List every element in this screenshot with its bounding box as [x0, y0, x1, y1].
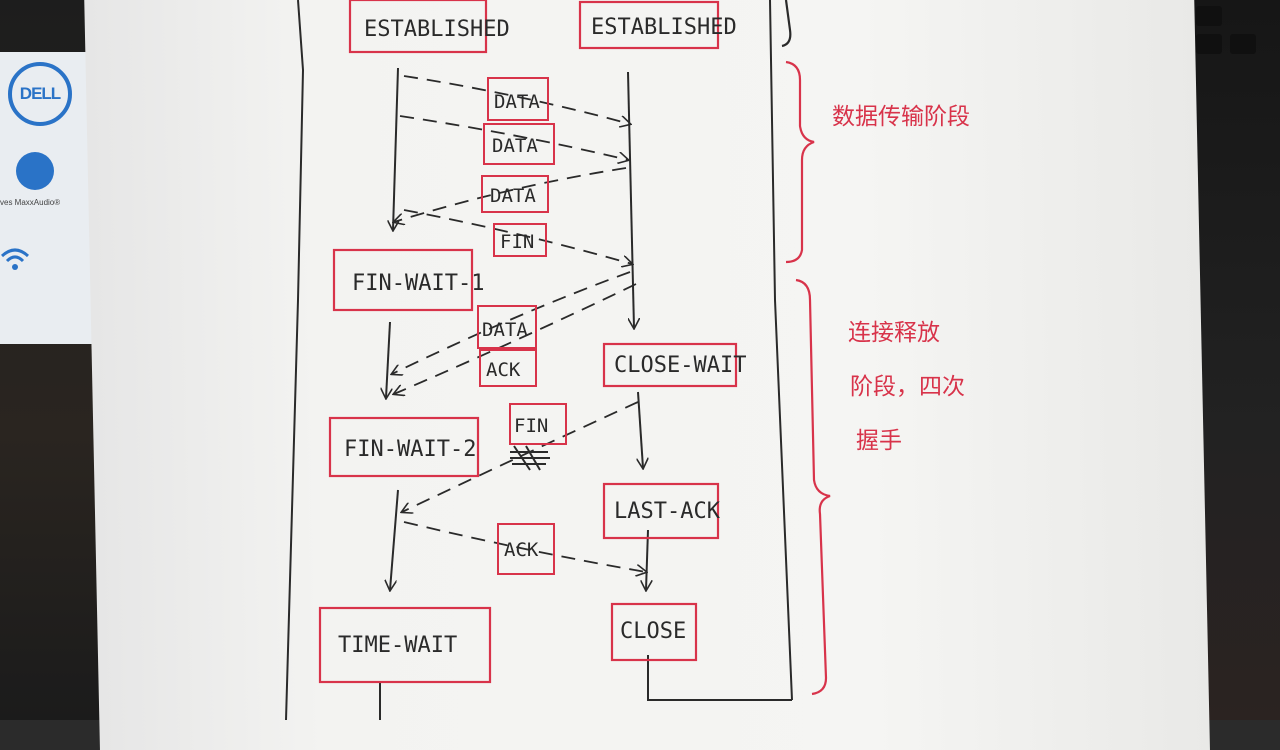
- client-timeline-1: [393, 67, 398, 230]
- data-arrow-3: [394, 167, 627, 222]
- release-phase-brace: [795, 278, 831, 696]
- keyboard-key: [1230, 34, 1256, 54]
- client-timeline-2: [386, 321, 390, 398]
- scribble-mark: [510, 445, 550, 471]
- maxx-audio-icon: [16, 152, 54, 190]
- fin-arrow-1: [403, 209, 632, 264]
- data-phase-annotation: 数据传输阶段: [832, 104, 970, 130]
- fin-1-message: FIN: [500, 231, 534, 253]
- data-2-message: DATA: [492, 135, 538, 157]
- release-phase-annotation-2: 阶段，四次: [850, 374, 965, 400]
- fin-2-box: [509, 403, 567, 445]
- maxx-audio-label: ves MaxxAudio®: [0, 198, 61, 207]
- time-wait-box: [318, 606, 492, 684]
- server-established-state: ESTABLISHED: [591, 15, 737, 40]
- message-arrows: [392, 75, 646, 572]
- fin-wait-1-box: [332, 248, 474, 312]
- server-timeline-2: [638, 391, 643, 468]
- data-1-message: DATA: [494, 91, 540, 113]
- frame-lines: [285, 0, 793, 720]
- time-wait-state: TIME-WAIT: [338, 633, 457, 658]
- closed-state: CLOSE: [620, 619, 686, 644]
- server-timeline-1: [627, 71, 634, 328]
- fin-2-message: FIN: [514, 415, 548, 437]
- data-3-box: [481, 175, 549, 213]
- fin-arrow-2: [402, 401, 639, 512]
- close-wait-state: CLOSE-WAIT: [614, 353, 746, 378]
- ack-1-message: ACK: [486, 359, 521, 381]
- state-boxes: [318, 0, 738, 684]
- data-1-box: [487, 77, 549, 121]
- message-boxes: [477, 77, 567, 575]
- server-established-box: [578, 0, 720, 50]
- ack-arrow-2: [403, 521, 646, 572]
- ack-arrow-1: [394, 283, 637, 394]
- closed-box: [610, 602, 698, 662]
- release-phase-annotation-3: 握手: [856, 428, 902, 454]
- data-phase-brace: [785, 60, 815, 264]
- wifi-icon: [0, 248, 30, 270]
- data-3-message: DATA: [490, 185, 536, 207]
- tcp-diagram: ESTABLISHED ESTABLISHED FIN-WAIT-1 CLOSE…: [285, 0, 970, 720]
- ack-1-box: [479, 349, 537, 387]
- right-border-line: [769, 0, 793, 701]
- ack-2-message: ACK: [504, 539, 539, 561]
- last-ack-box: [602, 482, 720, 540]
- client-timeline-3: [390, 489, 399, 590]
- dell-logo: DELL: [8, 62, 72, 126]
- data-4-message: DATA: [482, 319, 528, 341]
- fin-wait-2-state: FIN-WAIT-2: [344, 437, 476, 462]
- close-wait-box: [602, 342, 738, 388]
- fin-wait-1-state: FIN-WAIT-1: [352, 271, 484, 296]
- fin-1-box: [493, 223, 547, 257]
- ack-2-box: [497, 523, 555, 575]
- data-4-box: [477, 305, 537, 349]
- top-brace: [781, 0, 792, 48]
- data-arrow-1: [403, 75, 630, 124]
- left-border-line: [285, 0, 305, 720]
- keyboard-key: [1196, 6, 1222, 26]
- data-arrow-2: [399, 115, 628, 160]
- data-2-box: [483, 123, 555, 165]
- last-ack-state: LAST-ACK: [614, 499, 721, 524]
- phase-braces: [781, 0, 831, 696]
- data-arrow-4: [392, 271, 631, 374]
- release-phase-annotation-1: 连接释放: [848, 320, 940, 346]
- fin-wait-2-box: [328, 416, 480, 478]
- client-established-state: ESTABLISHED: [364, 17, 510, 42]
- close-loop-line: [647, 655, 792, 701]
- client-established-box: [348, 0, 488, 54]
- keyboard-key: [1196, 34, 1222, 54]
- server-timeline-3: [646, 529, 648, 590]
